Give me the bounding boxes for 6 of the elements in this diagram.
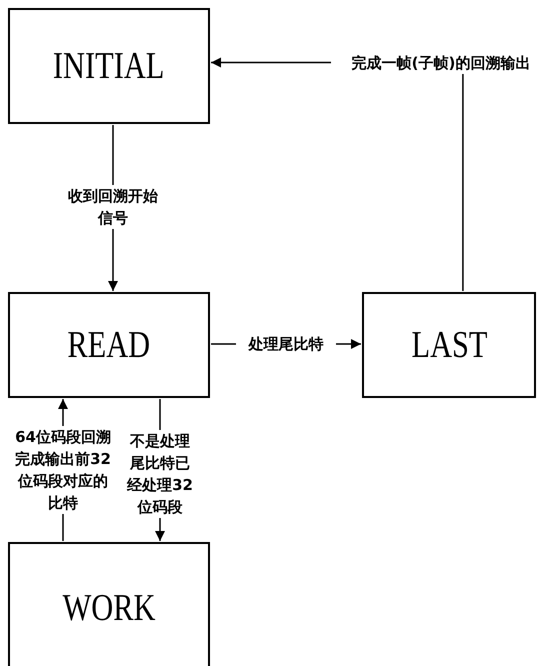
edge-label: 不是处理尾比特已经处理32位码段 (126, 430, 194, 518)
state-box: LAST (362, 292, 536, 398)
edge-label: 64位码段回溯完成输出前32位码段对应的比特 (13, 426, 113, 514)
state-box: WORK (8, 542, 210, 666)
state-box: READ (8, 292, 210, 398)
state-box: INITIAL (8, 8, 210, 124)
